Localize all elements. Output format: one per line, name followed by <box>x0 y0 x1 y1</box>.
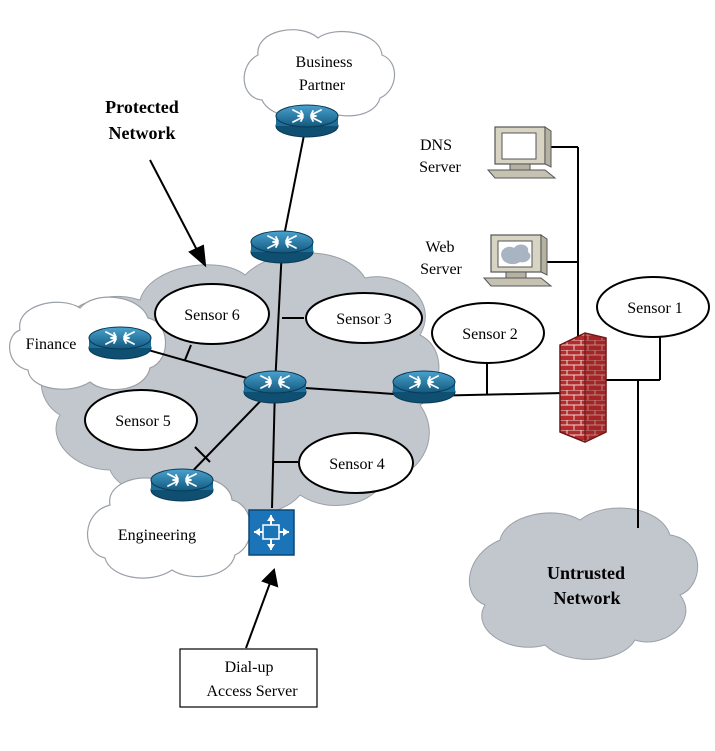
core-top-router-icon <box>250 230 314 264</box>
engineering-label: Engineering <box>118 527 196 544</box>
untrusted-network-label-line1: Untrusted <box>547 563 625 583</box>
sensor-5-label: Sensor 5 <box>115 413 171 430</box>
protected-network-label-line2: Network <box>109 123 176 143</box>
finance-cloud <box>8 296 167 391</box>
dns-server-icon <box>486 126 557 179</box>
sensor-5: Sensor 5 <box>84 389 198 451</box>
dns-label-line1: DNS <box>420 137 452 154</box>
business-partner-cloud <box>243 29 396 118</box>
web-label-line1: Web <box>426 239 455 256</box>
core-router-icon <box>243 370 307 404</box>
sensor-4: Sensor 4 <box>298 432 414 494</box>
finance-router-icon <box>88 326 152 360</box>
sensor-6-label: Sensor 6 <box>184 307 240 324</box>
firewall-icon <box>559 332 607 443</box>
sensor-2-label: Sensor 2 <box>462 326 518 343</box>
web-label-line2: Server <box>420 261 462 278</box>
untrusted-network-label-line2: Network <box>554 588 621 608</box>
dialup-label-line2: Access Server <box>206 683 298 700</box>
engineering-router-icon <box>150 468 214 502</box>
dialup-label-line1: Dial-up <box>225 659 274 676</box>
finance-label: Finance <box>26 336 77 353</box>
dns-label-line2: Server <box>419 159 461 176</box>
sensor-6: Sensor 6 <box>154 283 270 345</box>
partner-label-line1: Business <box>296 54 353 71</box>
sensor-3-label: Sensor 3 <box>336 311 392 328</box>
untrusted-network-cloud <box>469 507 699 660</box>
sensor-1: Sensor 1 <box>596 276 710 338</box>
sensor-3: Sensor 3 <box>305 292 423 344</box>
web-server-icon <box>482 234 553 287</box>
partner-label-line2: Partner <box>299 77 346 94</box>
partner-router-icon <box>275 104 339 138</box>
sensor-4-label: Sensor 4 <box>329 456 385 473</box>
dialup-label-box <box>179 648 318 708</box>
access-server-icon <box>248 509 295 556</box>
sensor-2: Sensor 2 <box>431 302 545 364</box>
sensor-1-label: Sensor 1 <box>627 300 683 317</box>
protected-network-label-line1: Protected <box>105 97 179 117</box>
arrows <box>149 159 279 649</box>
edge-router-icon <box>392 370 456 404</box>
